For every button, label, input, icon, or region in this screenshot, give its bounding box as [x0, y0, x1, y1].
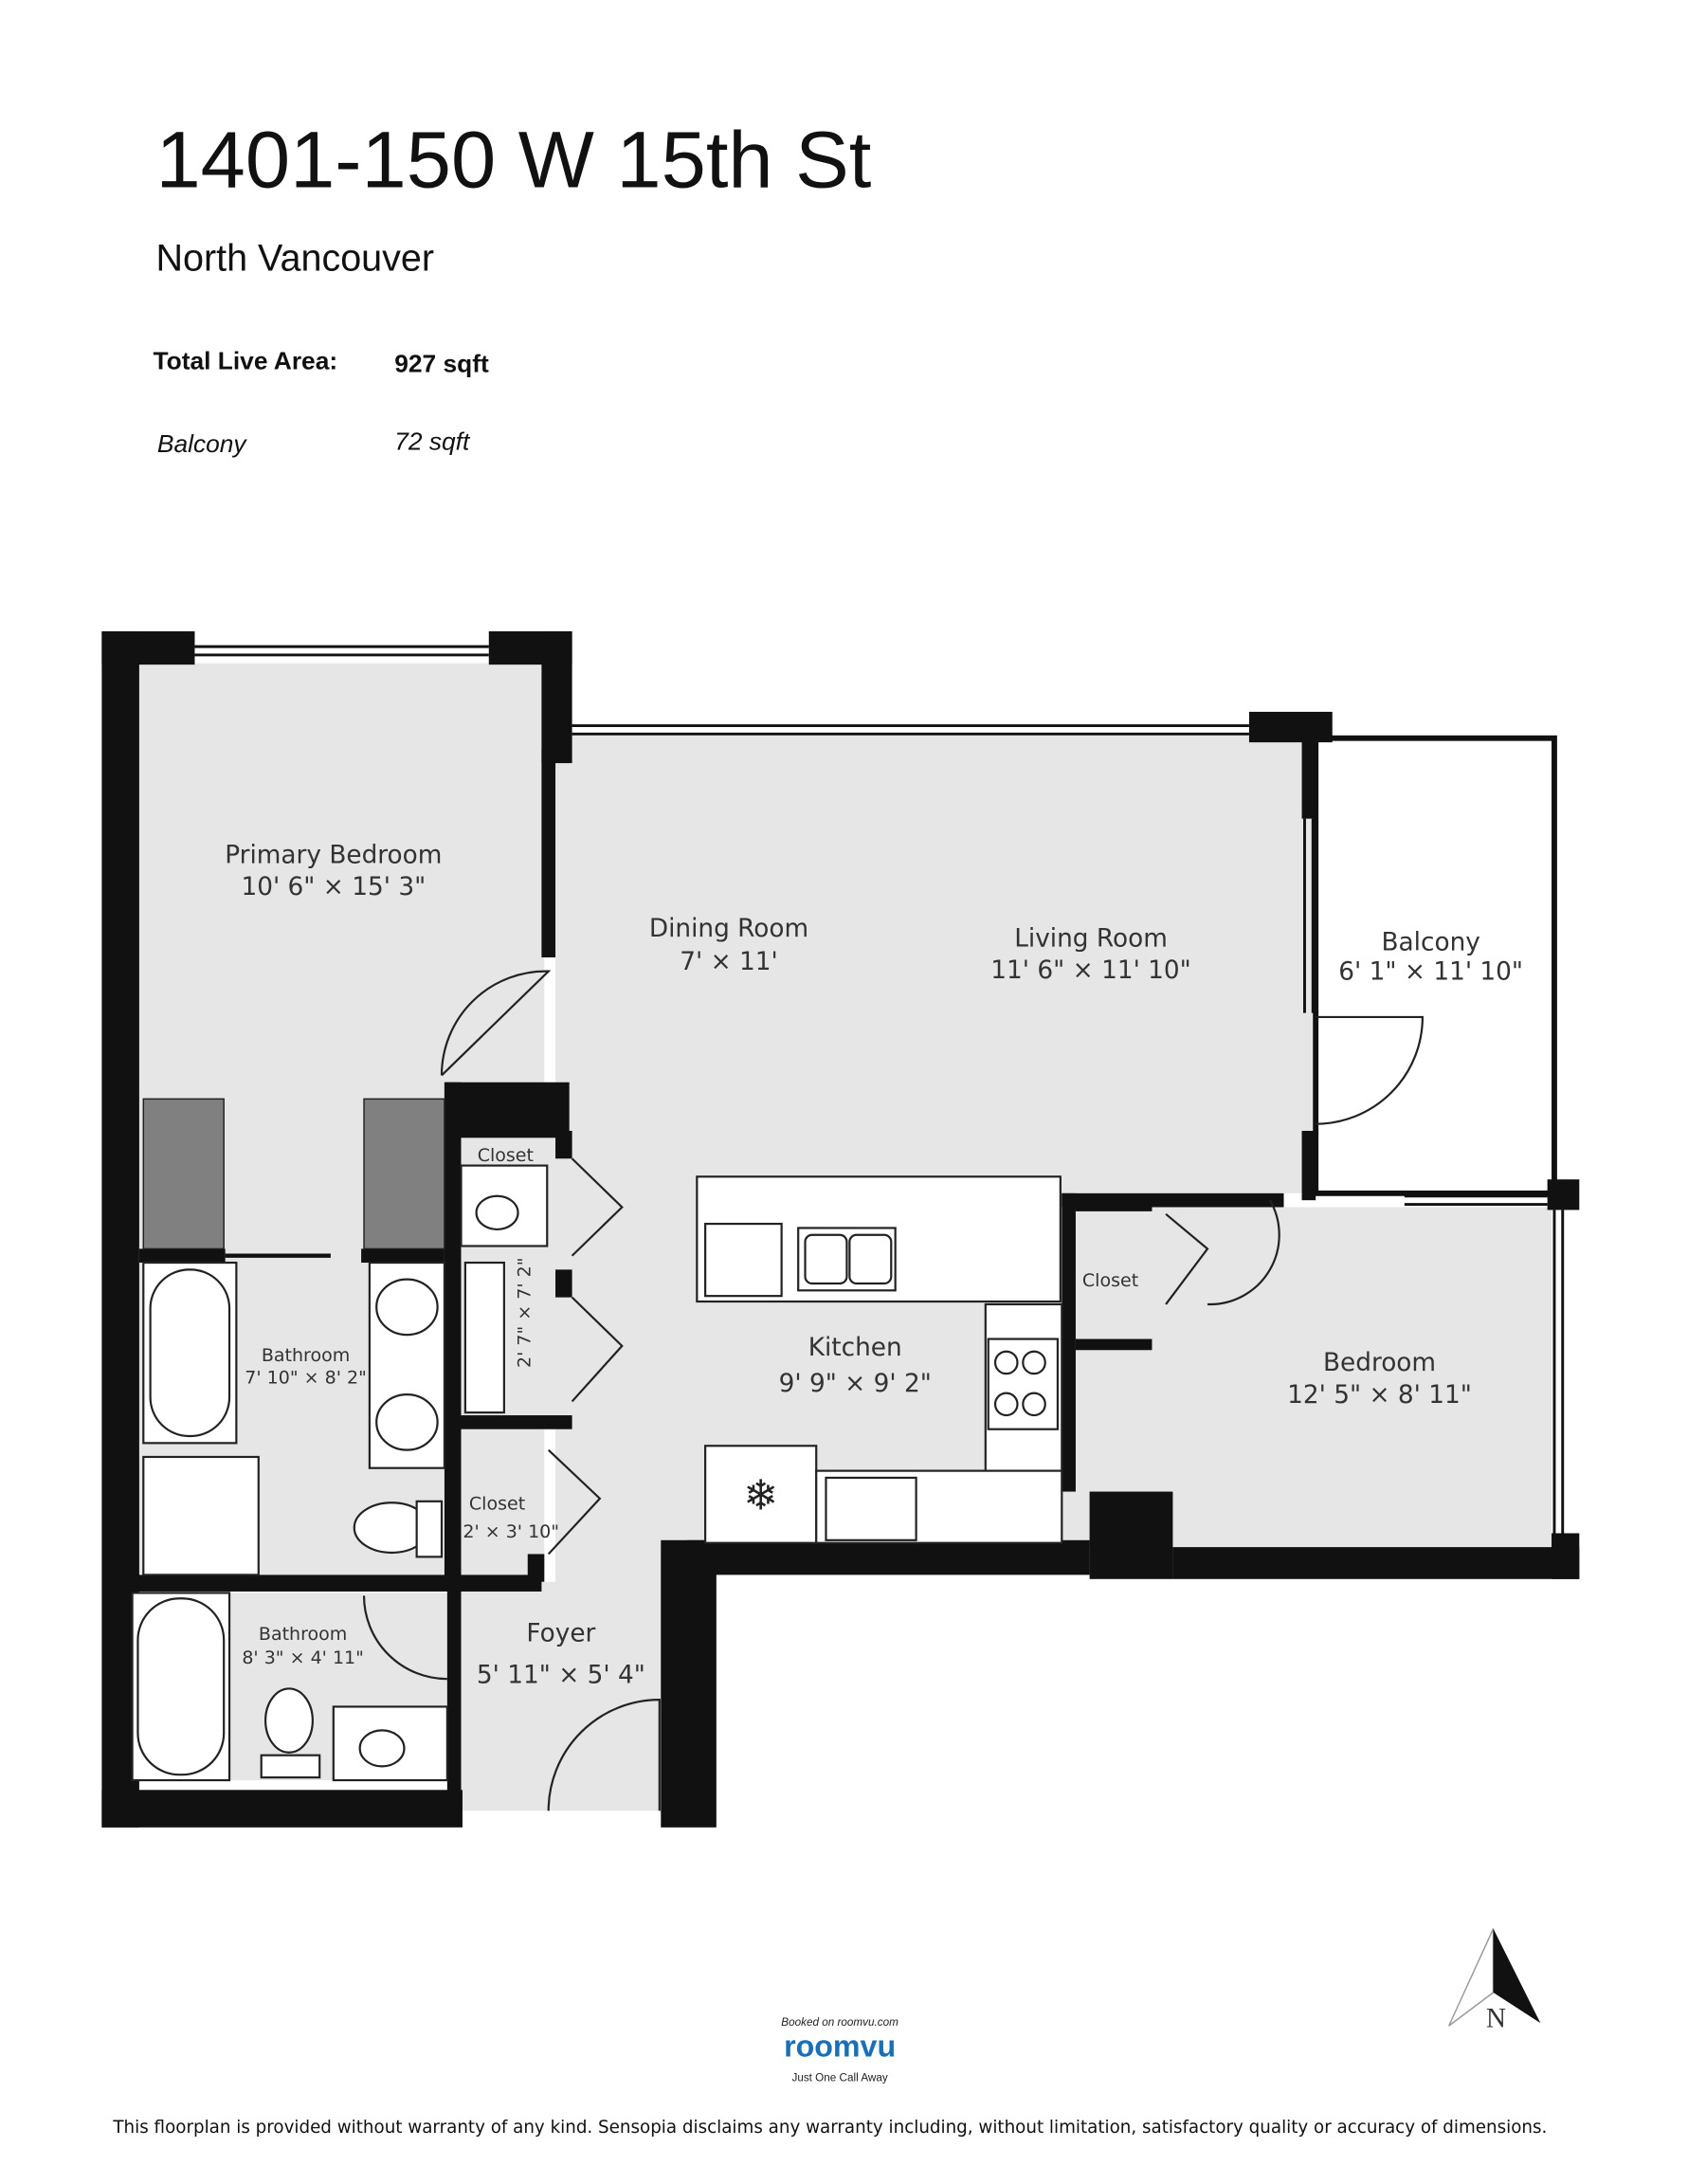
wall — [555, 1130, 572, 1159]
balcony-area-label: Balcony — [157, 429, 248, 458]
svg-text:❄: ❄ — [743, 1473, 778, 1520]
roomvu-logo: roomvu — [784, 2029, 896, 2063]
bedroom-floor — [1075, 1207, 1552, 1548]
balcony-outline — [1313, 735, 1557, 1196]
shower-icon — [142, 1455, 260, 1576]
room-name: Closet — [469, 1494, 525, 1515]
wall — [444, 1082, 570, 1138]
oven-icon — [825, 1476, 917, 1541]
room-dims: 12' 5" × 8' 11" — [1287, 1381, 1472, 1410]
wall — [444, 1082, 462, 1582]
room-name: Kitchen — [808, 1334, 902, 1362]
room-name: Closet — [478, 1145, 534, 1166]
room-dims: 2' × 3' 10" — [463, 1521, 559, 1542]
room-name: Primary Bedroom — [225, 841, 442, 869]
room-dims: 8' 3" × 4' 11" — [242, 1647, 364, 1668]
total-live-area-label: Total Live Area: — [154, 346, 338, 374]
room-dims: 6' 1" × 11' 10" — [1338, 957, 1523, 986]
room-name: Balcony — [1381, 929, 1479, 957]
wall — [1075, 1200, 1153, 1211]
room-name: Bathroom — [259, 1624, 347, 1645]
fixtures: ❄ — [131, 1164, 1063, 1782]
wall — [1547, 1179, 1580, 1210]
windows — [194, 645, 1565, 1534]
balcony-area-value: 72 sqft — [394, 427, 471, 455]
wall — [461, 1415, 572, 1429]
hall-floor — [555, 1068, 695, 1596]
room-name: Closet — [1082, 1270, 1138, 1291]
doors — [362, 970, 1424, 1811]
bathtub-icon — [149, 1268, 231, 1438]
room-name: Foyer — [526, 1620, 595, 1648]
address-title: 1401-150 W 15th St — [155, 115, 871, 205]
wall — [555, 1269, 572, 1298]
wardrobe — [142, 1098, 225, 1250]
closet-foyer-floor — [461, 1429, 545, 1575]
city-subtitle: North Vancouver — [155, 237, 434, 279]
north-arrow-icon: N — [1448, 1928, 1541, 2034]
room-dims: 10' 6" × 15' 3" — [241, 873, 426, 901]
wall — [1301, 1130, 1316, 1201]
room-dims: 5' 11" × 5' 4" — [477, 1662, 645, 1690]
wall — [1089, 1491, 1173, 1579]
wine-fridge-icon — [704, 1222, 783, 1298]
room-dims: 2' 7" × 7' 2" — [515, 1258, 535, 1368]
room-dims: 11' 6" × 11' 10" — [990, 956, 1191, 985]
room-dims: 7' × 11' — [680, 948, 778, 976]
tagline: Just One Call Away — [791, 2072, 887, 2084]
room-name: Living Room — [1014, 924, 1168, 953]
room-name: Bedroom — [1323, 1349, 1436, 1377]
wall — [101, 1790, 463, 1828]
stove-icon — [987, 1338, 1060, 1430]
wall — [361, 1248, 445, 1264]
floorplan: ❄ Primary Bedroom 10' 6" × 15' 3" Dining… — [101, 631, 1580, 1828]
fridge-icon — [704, 1445, 818, 1544]
room-name: Bathroom — [262, 1345, 350, 1366]
room-name: Dining Room — [649, 915, 808, 943]
booked-on-text: Booked on roomvu.com — [781, 2016, 898, 2029]
wall — [687, 1539, 1090, 1575]
north-label: N — [1486, 2004, 1506, 2034]
wall — [661, 1539, 717, 1828]
wall — [541, 631, 572, 764]
wall — [125, 1574, 542, 1592]
disclaimer: This floorplan is provided without warra… — [112, 2118, 1547, 2138]
wall — [1248, 711, 1333, 743]
wall — [138, 1248, 226, 1264]
wall — [1301, 735, 1316, 819]
wall — [1172, 1547, 1580, 1579]
toilet-icon — [264, 1687, 314, 1754]
room-dims: 9' 9" × 9' 2" — [779, 1370, 932, 1398]
wall — [1075, 1338, 1153, 1351]
wall — [1062, 1192, 1076, 1492]
bathtub-icon — [136, 1597, 226, 1776]
wall — [446, 1568, 462, 1811]
wall — [101, 631, 195, 665]
total-live-area-value: 927 sqft — [394, 349, 489, 377]
foyer-floor — [458, 1581, 688, 1811]
wardrobe — [363, 1098, 445, 1250]
room-dims: 7' 10" × 8' 2" — [245, 1367, 367, 1388]
wall — [527, 1554, 545, 1582]
wall — [541, 749, 556, 958]
